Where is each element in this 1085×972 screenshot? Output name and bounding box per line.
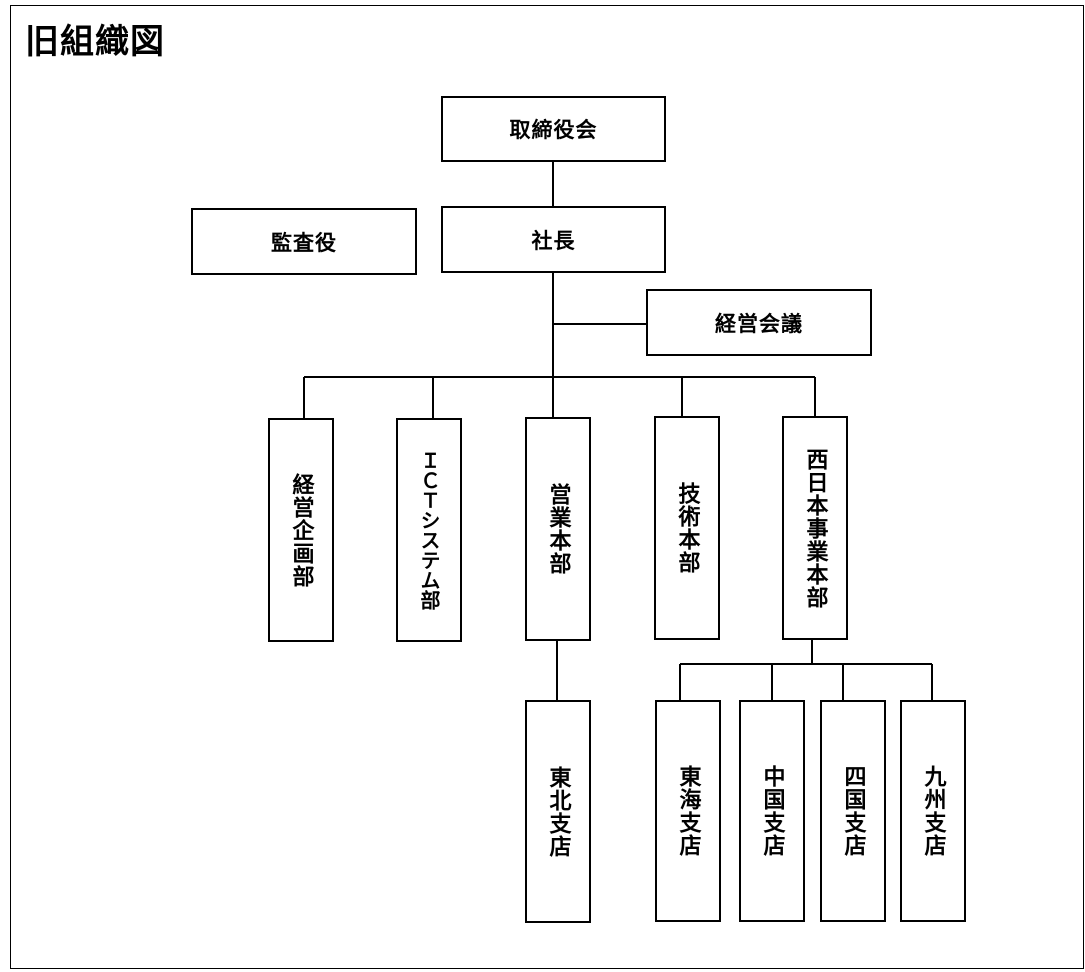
node-shikoku-branch: 四国支店 [820, 700, 886, 922]
node-board: 取締役会 [441, 96, 666, 162]
node-ict-systems: ＩＣＴシステム部 [396, 418, 462, 642]
node-corporate-planning: 経営企画部 [268, 418, 334, 642]
node-management-meeting: 経営会議 [646, 289, 872, 356]
node-tokai-branch: 東海支店 [655, 700, 721, 922]
node-auditor: 監査役 [191, 208, 417, 275]
node-president: 社長 [441, 206, 666, 273]
node-west-japan-hq: 西日本事業本部 [782, 416, 848, 640]
page-title: 旧組織図 [25, 22, 165, 62]
node-sales-hq: 営業本部 [525, 417, 591, 641]
diagram-frame [10, 5, 1084, 969]
node-kyushu-branch: 九州支店 [900, 700, 966, 922]
node-tohoku-branch: 東北支店 [525, 700, 591, 923]
node-engineering-hq: 技術本部 [654, 416, 720, 640]
node-chugoku-branch: 中国支店 [739, 700, 805, 922]
